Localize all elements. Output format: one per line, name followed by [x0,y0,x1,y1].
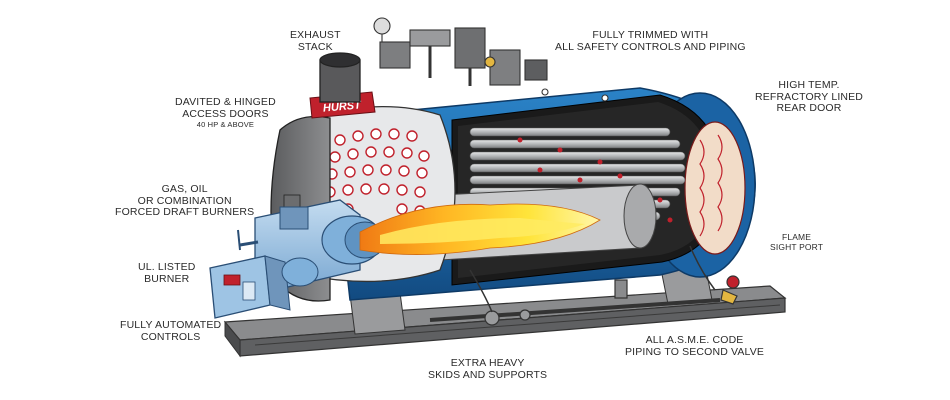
label-line: OR COMBINATION [137,194,232,207]
label-line: CONTROLS [140,330,201,343]
label-line: FULLY AUTOMATED [120,319,222,331]
label-refractory: HIGH TEMP. REFRACTORY LINED REAR DOOR [755,79,864,115]
label-line: GAS, OIL [161,183,208,195]
control-panel [209,255,319,319]
top-trim-controls [373,17,609,102]
label-line: DAVITED & HINGED [175,96,276,108]
label-flame-port: FLAME SIGHT PORT [770,232,823,252]
label-note: 40 HP & ABOVE [196,120,255,129]
label-ul-listed: UL. LISTED BURNER [138,261,196,285]
brand-text: HURST [323,99,363,114]
label-line: UL. LISTED [138,261,196,273]
label-line: FORCED DRAFT BURNERS [115,206,255,218]
label-line: FULLY TRIMMED WITH [592,29,709,41]
burner-flame [359,203,601,255]
label-line: ACCESS DOORS [182,107,269,120]
label-line: EXHAUST [290,29,341,41]
label-line: BURNER [144,272,190,285]
label-line: STACK [297,40,333,53]
exhaust-stack [319,52,361,103]
label-line: ALL SAFETY CONTROLS AND PIPING [555,40,746,53]
label-line: EXTRA HEAVY [450,357,525,369]
label-line: HIGH TEMP. [778,79,840,91]
label-skids: EXTRA HEAVY SKIDS AND SUPPORTS [428,357,548,381]
label-burners: GAS, OIL OR COMBINATION FORCED DRAFT BUR… [115,183,255,219]
label-line: REFRACTORY LINED [755,90,864,103]
label-access-doors: DAVITED & HINGED ACCESS DOORS 40 HP & AB… [175,96,276,129]
label-line: SKIDS AND SUPPORTS [428,368,548,381]
label-asme: ALL A.S.M.E. CODE PIPING TO SECOND VALVE [625,334,765,358]
label-line: ALL A.S.M.E. CODE [645,334,744,346]
label-line: SIGHT PORT [770,242,824,252]
label-automated: FULLY AUTOMATED CONTROLS [120,319,222,343]
lower-piping [429,245,740,326]
label-line: REAR DOOR [776,102,842,114]
label-fully-trimmed: FULLY TRIMMED WITH ALL SAFETY CONTROLS A… [555,29,746,53]
label-line: PIPING TO SECOND VALVE [625,345,765,358]
label-exhaust-stack: EXHAUST STACK [290,29,341,53]
label-line: FLAME [782,232,812,242]
